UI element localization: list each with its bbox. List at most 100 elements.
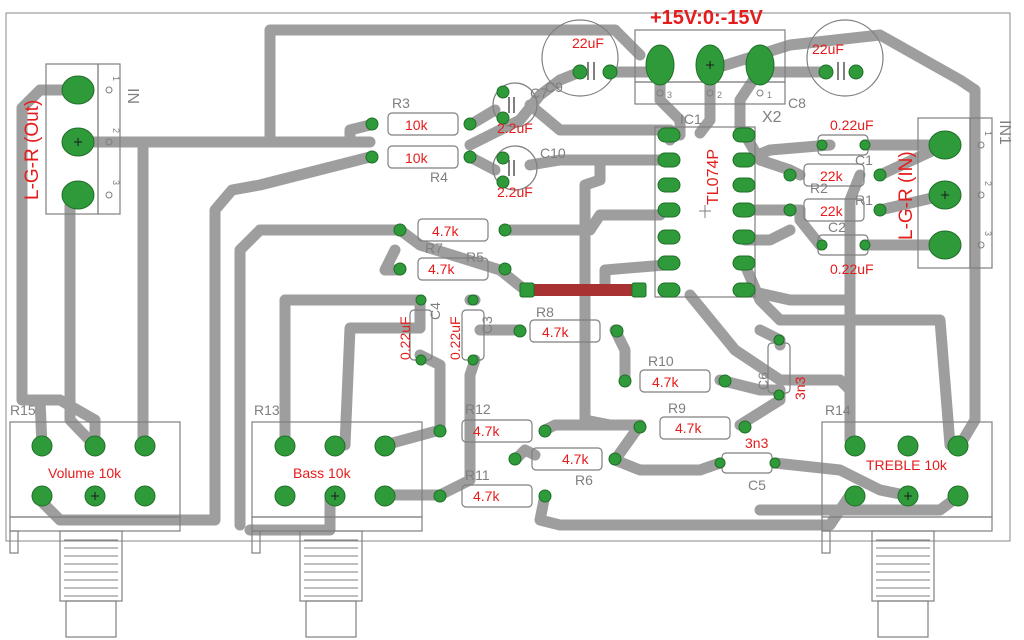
r3-value: 10k	[405, 117, 429, 133]
r5-body	[417, 257, 489, 281]
r7-value: 4.7k	[432, 223, 459, 239]
svg-text:3: 3	[667, 90, 672, 100]
trace-r1-down	[844, 169, 866, 306]
r13-value: Bass 10k	[293, 465, 352, 481]
r6-value: 4.7k	[562, 451, 589, 467]
c10-ref: C10	[540, 145, 566, 161]
trace-c4-bass	[279, 294, 426, 451]
trace-c10-ic	[524, 154, 666, 171]
shaft-knurling	[64, 539, 930, 597]
trace-c7-ic	[524, 99, 676, 146]
trace-out-l	[16, 84, 101, 452]
c3-value: 0.22uF	[447, 316, 463, 360]
out-connector-label: L-G-R (Out)	[22, 100, 43, 200]
r4-value: 10k	[405, 150, 429, 166]
svg-text:3: 3	[111, 180, 121, 185]
svg-text:2: 2	[717, 90, 722, 100]
c9-ref: C9	[545, 79, 563, 95]
trace-c9	[464, 66, 586, 151]
r1-ref: R1	[855, 192, 873, 208]
trace-c5-left	[609, 454, 726, 476]
drill-marks	[74, 61, 949, 500]
r6-ref: R6	[575, 472, 593, 488]
r9-ref: R9	[668, 400, 686, 416]
r1-value: 22k	[820, 168, 844, 184]
svg-text:2: 2	[983, 181, 993, 186]
c9-body	[541, 19, 619, 97]
r15-ref: R15	[10, 402, 36, 418]
svg-text:1: 1	[111, 76, 121, 81]
resistor-bodies	[387, 112, 865, 508]
r10-value: 4.7k	[652, 374, 679, 390]
electrolytic-caps	[492, 19, 884, 191]
in-connector-label: L-G-R (IN)	[896, 151, 917, 240]
r7-body	[417, 218, 489, 242]
ic-part: TL074P	[705, 149, 722, 205]
pot-outlines	[9, 421, 993, 638]
r5-value: 4.7k	[428, 261, 455, 277]
r4-ref: R4	[430, 169, 448, 185]
trace-ic-c6	[684, 289, 856, 446]
x2-ref: X2	[762, 109, 782, 126]
trace-r10-right	[714, 374, 786, 396]
r11-value: 4.7k	[473, 488, 500, 504]
in1-ref: IN1	[996, 120, 1013, 145]
traces	[16, 24, 981, 536]
trace-c2-r2	[794, 204, 826, 251]
trace-c4-bot	[414, 349, 446, 436]
svg-text:2: 2	[111, 128, 121, 133]
svg-text:3: 3	[983, 231, 993, 236]
r4-body	[387, 145, 459, 169]
r9-body	[659, 416, 731, 440]
r14-ref: R14	[825, 402, 851, 418]
trace-r7-r5	[394, 224, 506, 276]
output-connector	[45, 63, 121, 215]
c3-ref: C3	[479, 316, 495, 334]
c7-ref: C7	[530, 85, 548, 101]
cap-symbols	[508, 62, 845, 176]
trace-r12-right	[539, 419, 646, 436]
ref-designators: IN IN1 X2 IC1 TL074P C9 C8 C7 C10 C1 C2 …	[10, 79, 1013, 493]
c2-ref: C2	[828, 219, 846, 235]
c4-value: 0.22uF	[397, 316, 413, 360]
r2-value: 22k	[820, 203, 844, 219]
input-connector	[917, 117, 993, 269]
trace-gnd-right	[704, 29, 981, 451]
c2-value: 0.22uF	[830, 261, 874, 277]
r1-body	[803, 163, 865, 187]
c7-value: 2.2uF	[497, 120, 533, 136]
svg-text:1: 1	[767, 90, 772, 100]
c6-value: 3n3	[792, 376, 808, 400]
trace-pwr2	[694, 64, 716, 139]
trace-ic-treble2	[739, 284, 856, 446]
r10-ref: R10	[648, 353, 674, 369]
c9-value: 22uF	[572, 35, 604, 51]
r12-ref: R12	[465, 401, 491, 417]
r3-ref: R3	[392, 95, 410, 111]
r6-body	[531, 447, 603, 471]
r10-body	[639, 369, 711, 393]
r11-ref: R11	[465, 467, 490, 483]
svg-text:1: 1	[983, 131, 993, 136]
c6-ref: C6	[755, 372, 771, 390]
r11-body	[461, 484, 533, 508]
r2-body	[803, 198, 865, 222]
c5-value: 3n3	[745, 435, 769, 451]
trace-r7-left	[234, 224, 406, 531]
trace-bass-bot	[244, 489, 336, 536]
trace-r8-right	[609, 324, 631, 386]
labels: +15V:0:-15V L-G-R (Out) L-G-R (IN) 22uF …	[22, 7, 948, 504]
r13-ref: R13	[254, 402, 280, 418]
trace-bass-mid	[339, 322, 426, 451]
board-outline	[5, 12, 1011, 542]
c8-ref: C8	[788, 95, 806, 111]
c10-value: 2.2uF	[497, 184, 533, 200]
r8-value: 4.7k	[542, 324, 569, 340]
r8-ref: R8	[536, 304, 554, 320]
trace-c5-right	[769, 457, 911, 501]
r5-ref: R5	[466, 249, 484, 265]
c5-body	[721, 452, 773, 474]
c4-ref: C4	[427, 302, 443, 320]
r8-body	[529, 319, 601, 343]
